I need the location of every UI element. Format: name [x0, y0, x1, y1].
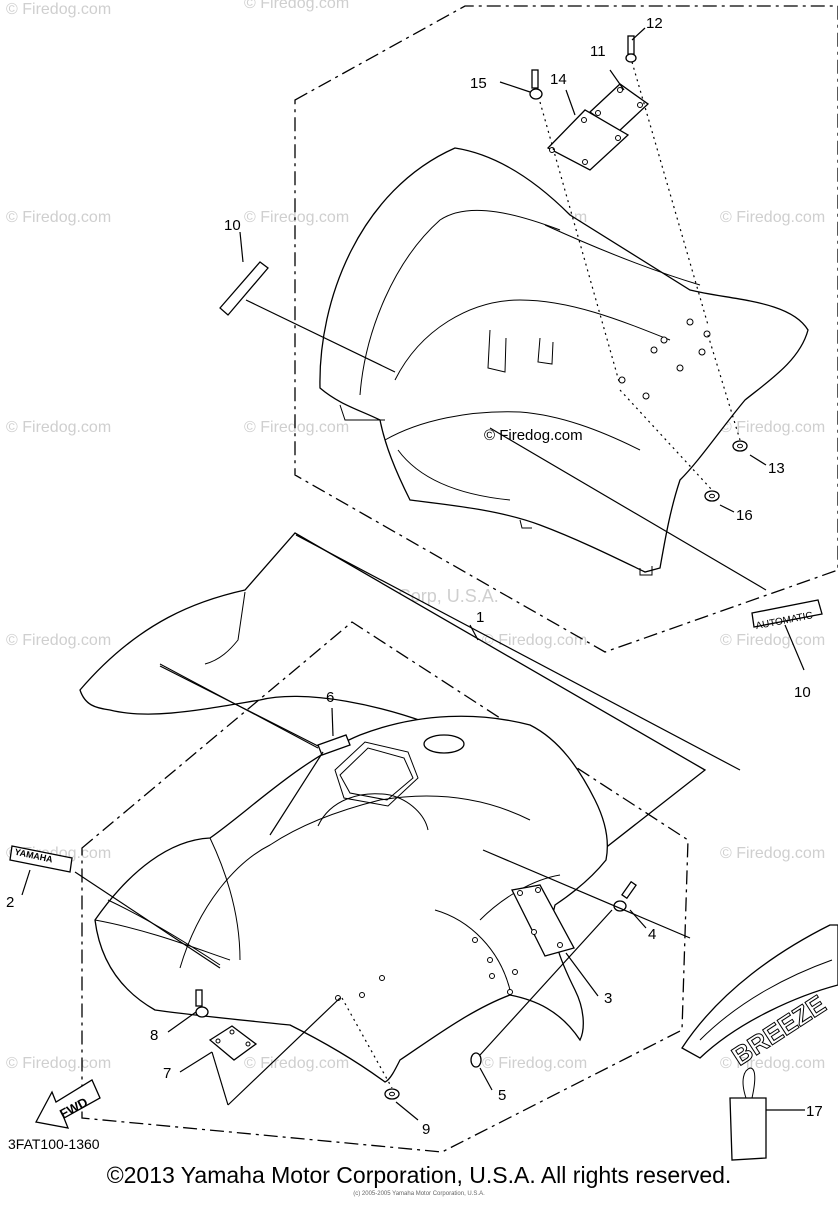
- watermark: © Firedog.com: [244, 209, 349, 226]
- leader-line: [489, 427, 767, 591]
- callout-11: 11: [590, 43, 606, 60]
- callout-14: 14: [550, 71, 567, 88]
- leader-line: [167, 1011, 197, 1033]
- leader-line: [609, 69, 625, 91]
- callout-labels: 1 2 3 4 5 6 7 8 9 10 10 11 12 13 14 15 1…: [6, 15, 823, 1138]
- callout-5: 5: [498, 1087, 506, 1104]
- watermark: © Firedog.com: [720, 632, 825, 649]
- leader-line: [631, 27, 646, 41]
- watermark: © Firedog.com: [244, 1055, 349, 1072]
- copyright-footer: ©2013 Yamaha Motor Corporation, U.S.A. A…: [106, 1162, 732, 1188]
- watermark: © Firedog.com: [720, 419, 825, 436]
- callout-3: 3: [604, 990, 612, 1007]
- callout-4: 4: [648, 926, 656, 943]
- leader-line: [74, 871, 221, 969]
- leader-line: [719, 504, 735, 513]
- callout-15: 15: [470, 75, 487, 92]
- decal-10-left: [219, 261, 269, 316]
- callout-17: 17: [806, 1103, 823, 1120]
- callout-16: 16: [736, 507, 753, 524]
- leader-line: [479, 909, 613, 1056]
- caution-tag-17: [729, 1067, 767, 1161]
- callout-10-upper: 10: [224, 217, 241, 234]
- leader-line: [499, 81, 531, 93]
- bolt-4: [613, 880, 637, 912]
- leader-line: [629, 909, 647, 929]
- callout-1: 1: [476, 609, 484, 626]
- watermark: © Firedog.com: [6, 632, 111, 649]
- callout-6: 6: [326, 689, 334, 706]
- leader-line: [631, 61, 709, 326]
- leader-line: [619, 389, 713, 491]
- rear-fender: [319, 147, 809, 576]
- breeze-decal: BREEZE: [681, 924, 838, 1072]
- leader-line: [245, 299, 396, 373]
- leader-line: [179, 1051, 213, 1073]
- leader-line: [211, 1051, 229, 1106]
- leader-line: [482, 849, 691, 939]
- callout-10-lower: 10: [794, 684, 811, 701]
- grommet-9: [384, 1088, 400, 1100]
- callout-12: 12: [646, 15, 663, 32]
- bracket-plate-7: [208, 1025, 258, 1061]
- diagram-code: 3FAT100-1360: [8, 1136, 100, 1152]
- leader-line: [159, 665, 319, 747]
- leader-line: [239, 231, 244, 263]
- leader-line: [227, 997, 341, 1106]
- watermark: © Firedog.com: [244, 419, 349, 436]
- watermark: © Firedog.com: [6, 1, 111, 18]
- callout-13: 13: [768, 460, 785, 477]
- bolt-12: [625, 35, 637, 63]
- callout-2: 2: [6, 894, 14, 911]
- leader-line: [469, 624, 479, 641]
- leader-line: [784, 624, 805, 671]
- watermark: © Firedog.com: [482, 632, 587, 649]
- upper-assembly-boundary: [294, 5, 838, 653]
- callout-9: 9: [422, 1121, 430, 1138]
- forward-direction-arrow: FWD: [35, 1079, 101, 1129]
- watermark: © Firedog.com: [720, 1055, 825, 1072]
- leader-line: [565, 89, 576, 116]
- center-watermark: © Firedog.com: [484, 427, 583, 444]
- leader-line: [331, 707, 334, 737]
- callout-8: 8: [150, 1027, 158, 1044]
- nut-5: [470, 1052, 482, 1068]
- front-fender: [94, 715, 609, 1083]
- tiny-copyright: (c) 2005-2005 Yamaha Motor Corporation, …: [353, 1191, 485, 1197]
- watermark: © Firedog.com: [6, 1055, 111, 1072]
- leader-line: [749, 454, 767, 466]
- leader-line: [269, 751, 324, 836]
- leader-line: [539, 101, 621, 386]
- automatic-decal: AUTOMATIC: [751, 599, 823, 632]
- leader-line: [295, 534, 741, 771]
- grommet-13: [732, 440, 748, 452]
- leader-line: [21, 869, 31, 896]
- watermark: © Firedog.com: [720, 845, 825, 862]
- watermark: © Firedog.com: [244, 0, 349, 12]
- bolt-15: [529, 69, 543, 100]
- watermark: © Firedog.com: [6, 209, 111, 226]
- watermark: © Firedog.com: [6, 419, 111, 436]
- watermark: © Firedog.com: [720, 209, 825, 226]
- grommet-16: [704, 490, 720, 502]
- leader-line: [565, 952, 599, 997]
- callout-7: 7: [163, 1065, 171, 1082]
- lower-assembly-boundary: [81, 621, 689, 1153]
- decal-6: [317, 734, 351, 756]
- leader-line: [341, 997, 393, 1089]
- watermark: © Firedog.com: [482, 1055, 587, 1072]
- leader-line: [395, 1101, 419, 1121]
- bracket-plate-3: [511, 884, 575, 957]
- leader-line: [707, 334, 741, 441]
- leader-line: [479, 1067, 493, 1091]
